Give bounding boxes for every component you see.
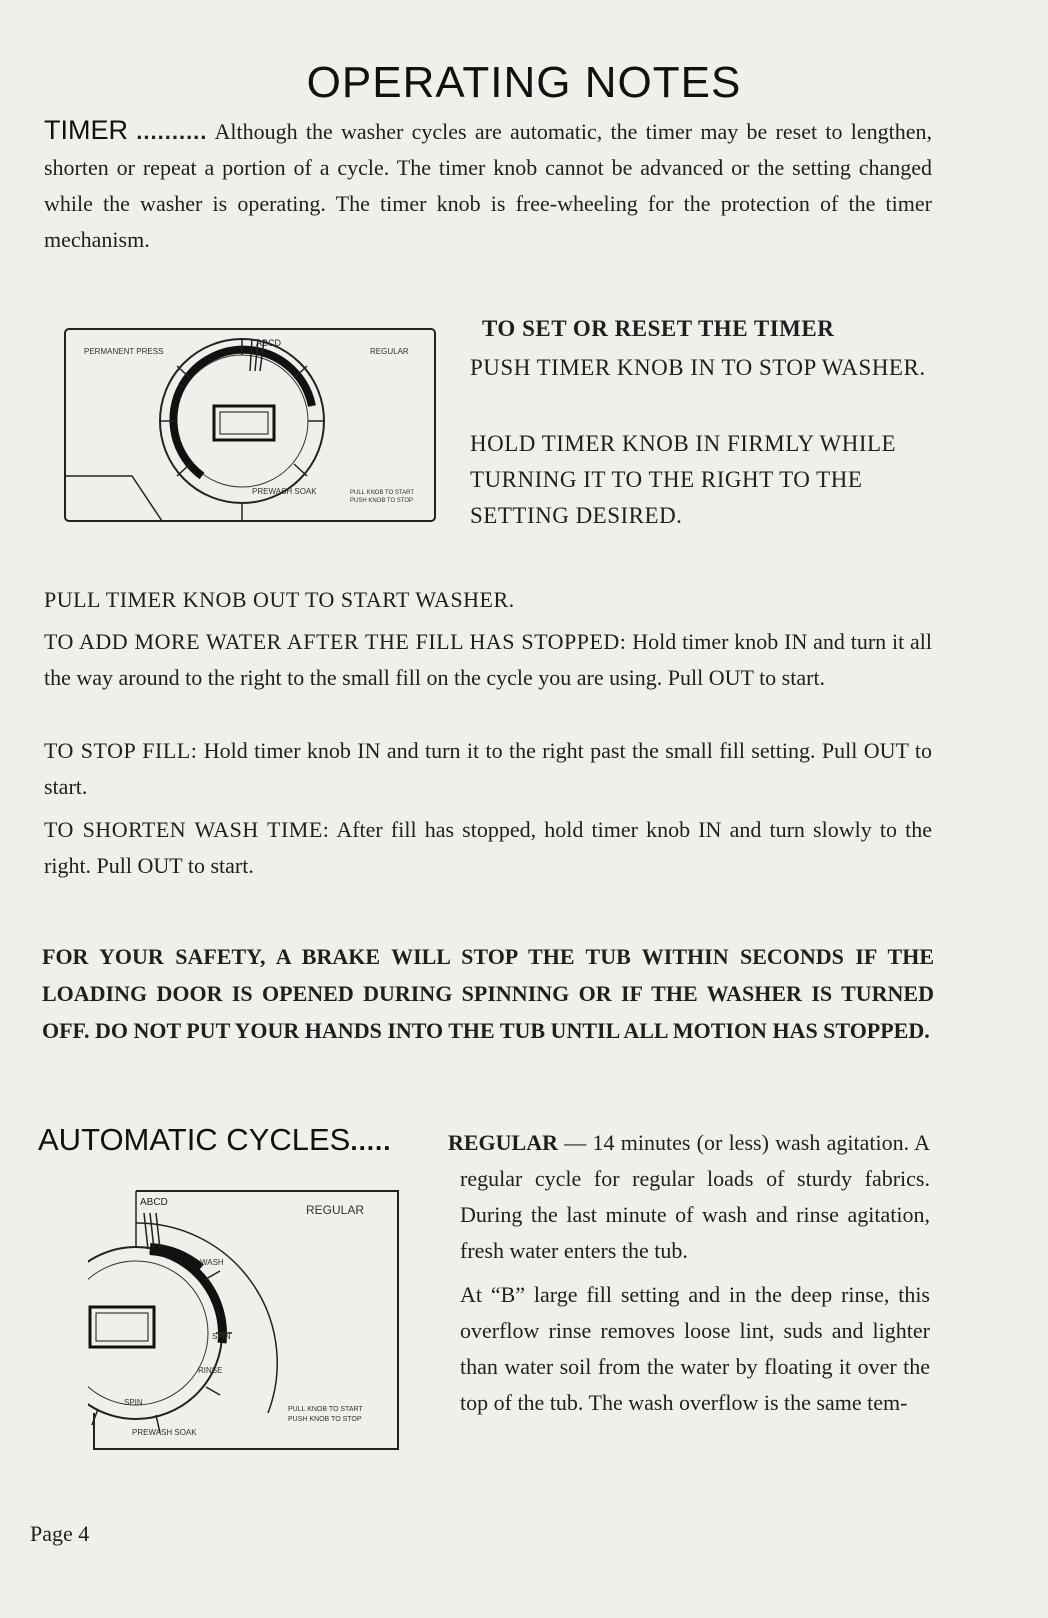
set-reset-step-2: HOLD TIMER KNOB IN FIRMLY WHILE TURNING … (470, 431, 897, 528)
dial2-letters: ABCD (140, 1197, 168, 1208)
automatic-cycles-text: REGULAR — 14 minutes (or less) wash agit… (448, 1125, 930, 1421)
shorten-note: TO SHORTEN WASH TIME: After fill has sto… (44, 812, 932, 884)
dial1-label-permanent-press: PERMANENT PRESS (84, 347, 163, 356)
automatic-cycles-heading: AUTOMATIC CYCLES..... (38, 1122, 391, 1158)
regular-text: 14 minutes (or less) wash agitation. A r… (460, 1130, 930, 1263)
timer-text: Although the washer cycles are automatic… (44, 119, 933, 252)
timer-dial-diagram: PERMANENT PRESS REGULAR ABCD PREWASH SOA… (64, 328, 436, 522)
pull-note: PULL TIMER KNOB OUT TO START WASHER. (44, 587, 515, 612)
set-reset-heading: TO SET OR RESET THE TIMER (482, 316, 835, 341)
dial2-prewash-label: PREWASH SOAK (132, 1428, 197, 1437)
dial2-pull-label: PULL KNOB TO START (288, 1406, 363, 1413)
shorten-heading: TO SHORTEN WASH TIME: (44, 817, 330, 842)
dial1-push-label: PUSH KNOB TO STOP (350, 498, 413, 504)
regular-cycle-dial-diagram: REGULAR ABCD WASH SPIN RINSE SPIN PREWAS… (88, 1190, 399, 1450)
overflow-paragraph: At “B” large fill setting and in the dee… (460, 1282, 930, 1415)
dial2-spin2-label: SPIN (124, 1398, 143, 1407)
add-water-note: TO ADD MORE WATER AFTER THE FILL HAS STO… (44, 624, 932, 696)
add-water-heading: TO ADD MORE WATER AFTER THE FILL HAS STO… (44, 629, 627, 654)
set-reset-step-1: PUSH TIMER KNOB IN TO STOP WASHER. (470, 355, 926, 380)
page-number: Page 4 (30, 1521, 90, 1546)
dial1-pull-label: PULL KNOB TO START (350, 490, 414, 496)
timer-paragraph: TIMER .......... Although the washer cyc… (44, 112, 932, 258)
dial2-spin-label: SPIN (212, 1332, 231, 1341)
automatic-heading-text: AUTOMATIC CYCLES (38, 1122, 351, 1157)
stop-fill-text: Hold timer knob IN and turn it to the ri… (44, 738, 933, 799)
dial1-letters: ABCD (256, 338, 282, 348)
regular-dash: — (558, 1130, 593, 1155)
dial1-prewash-label: PREWASH SOAK (252, 487, 317, 496)
dial2-label-regular: REGULAR (306, 1203, 364, 1217)
regular-label: REGULAR (448, 1130, 559, 1155)
automatic-dots: ..... (350, 1126, 392, 1156)
timer-heading: TIMER (44, 115, 128, 145)
shorten-text: After fill has stopped, hold timer knob … (44, 817, 932, 878)
dial2-rinse-label: RINSE (198, 1366, 222, 1375)
timer-dots: .......... (136, 119, 208, 144)
stop-fill-note: TO STOP FILL: Hold timer knob IN and tur… (44, 733, 932, 805)
dial1-label-regular: REGULAR (370, 347, 409, 356)
dial2-wash-label: WASH (200, 1258, 224, 1267)
add-water-text: Hold timer knob IN and turn it all the w… (44, 629, 933, 690)
stop-fill-heading: TO STOP FILL: (44, 738, 198, 763)
dial2-push-label: PUSH KNOB TO STOP (288, 1416, 362, 1423)
page-title: OPERATING NOTES (306, 58, 742, 107)
regular-paragraph: REGULAR — 14 minutes (or less) wash agit… (448, 1125, 930, 1269)
safety-warning: FOR YOUR SAFETY, A BRAKE WILL STOP THE T… (42, 944, 934, 1043)
